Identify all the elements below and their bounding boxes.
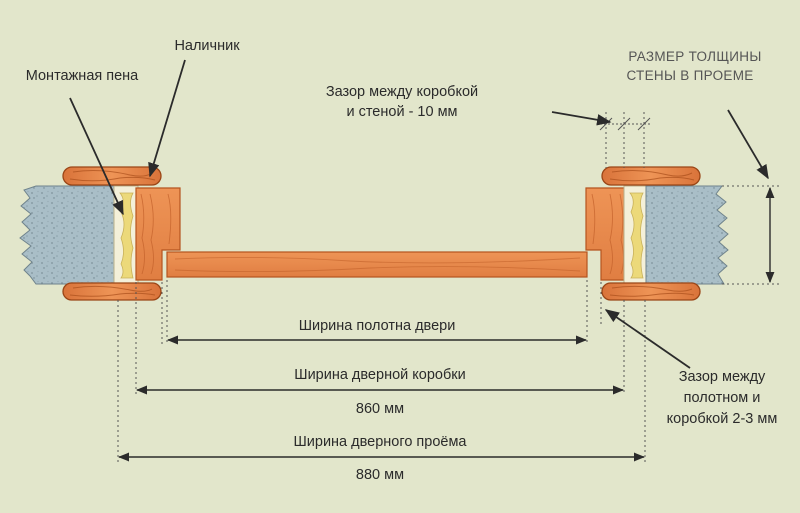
left-door-frame <box>135 187 181 281</box>
casing-label: Наличник <box>174 38 240 54</box>
gap-wall-leader <box>551 111 612 126</box>
left-bottom-casing-grain <box>69 285 156 297</box>
wall-thickness-label-line2: СТЕНЫ В ПРОЕМЕ <box>626 68 753 83</box>
casing-leader <box>148 59 186 178</box>
leaf-width-label: Ширина полотна двери <box>299 318 456 334</box>
door-leaf-grain <box>174 256 581 273</box>
wall-thickness-leader <box>727 109 769 180</box>
frame-width-value: 860 мм <box>356 401 404 417</box>
gap-leaf-label-line3: коробкой 2-3 мм <box>667 411 778 427</box>
right-top-casing-grain <box>609 170 695 182</box>
right-bottom-casing <box>601 282 701 301</box>
foam-leader <box>69 97 124 216</box>
gap-wall-label-line1: Зазор между коробкой <box>326 84 478 100</box>
right-frame-grain <box>591 193 624 275</box>
extension-lines <box>117 112 780 462</box>
door-leaf-body <box>166 251 588 278</box>
right-wall-concrete <box>645 185 729 285</box>
left-top-casing <box>62 166 162 186</box>
frame-width-label: Ширина дверной коробки <box>294 367 465 383</box>
opening-width-label: Ширина дверного проёма <box>294 434 468 450</box>
left-wall-concrete <box>19 185 119 285</box>
left-wall-section <box>19 166 181 301</box>
door-leaf <box>166 251 588 278</box>
opening-width-value: 880 мм <box>356 467 404 483</box>
right-bottom-casing-grain <box>609 285 695 297</box>
gap-leaf-leader <box>604 309 691 369</box>
right-top-casing <box>601 166 701 186</box>
right-foam-core <box>629 192 644 279</box>
gap-leaf-label-line1: Зазор между <box>679 369 766 385</box>
right-wall-section <box>585 166 729 301</box>
left-frame-grain <box>140 193 172 275</box>
left-top-casing-grain <box>69 170 156 182</box>
wall-thickness-label-line1: РАЗМЕР ТОЛЩИНЫ <box>628 49 761 64</box>
left-bottom-casing <box>62 282 162 301</box>
foam-label: Монтажная пена <box>26 68 139 84</box>
gap-wall-label-line2: и стеной - 10 мм <box>346 104 457 120</box>
gap-leaf-label-line2: полотном и <box>684 390 761 406</box>
